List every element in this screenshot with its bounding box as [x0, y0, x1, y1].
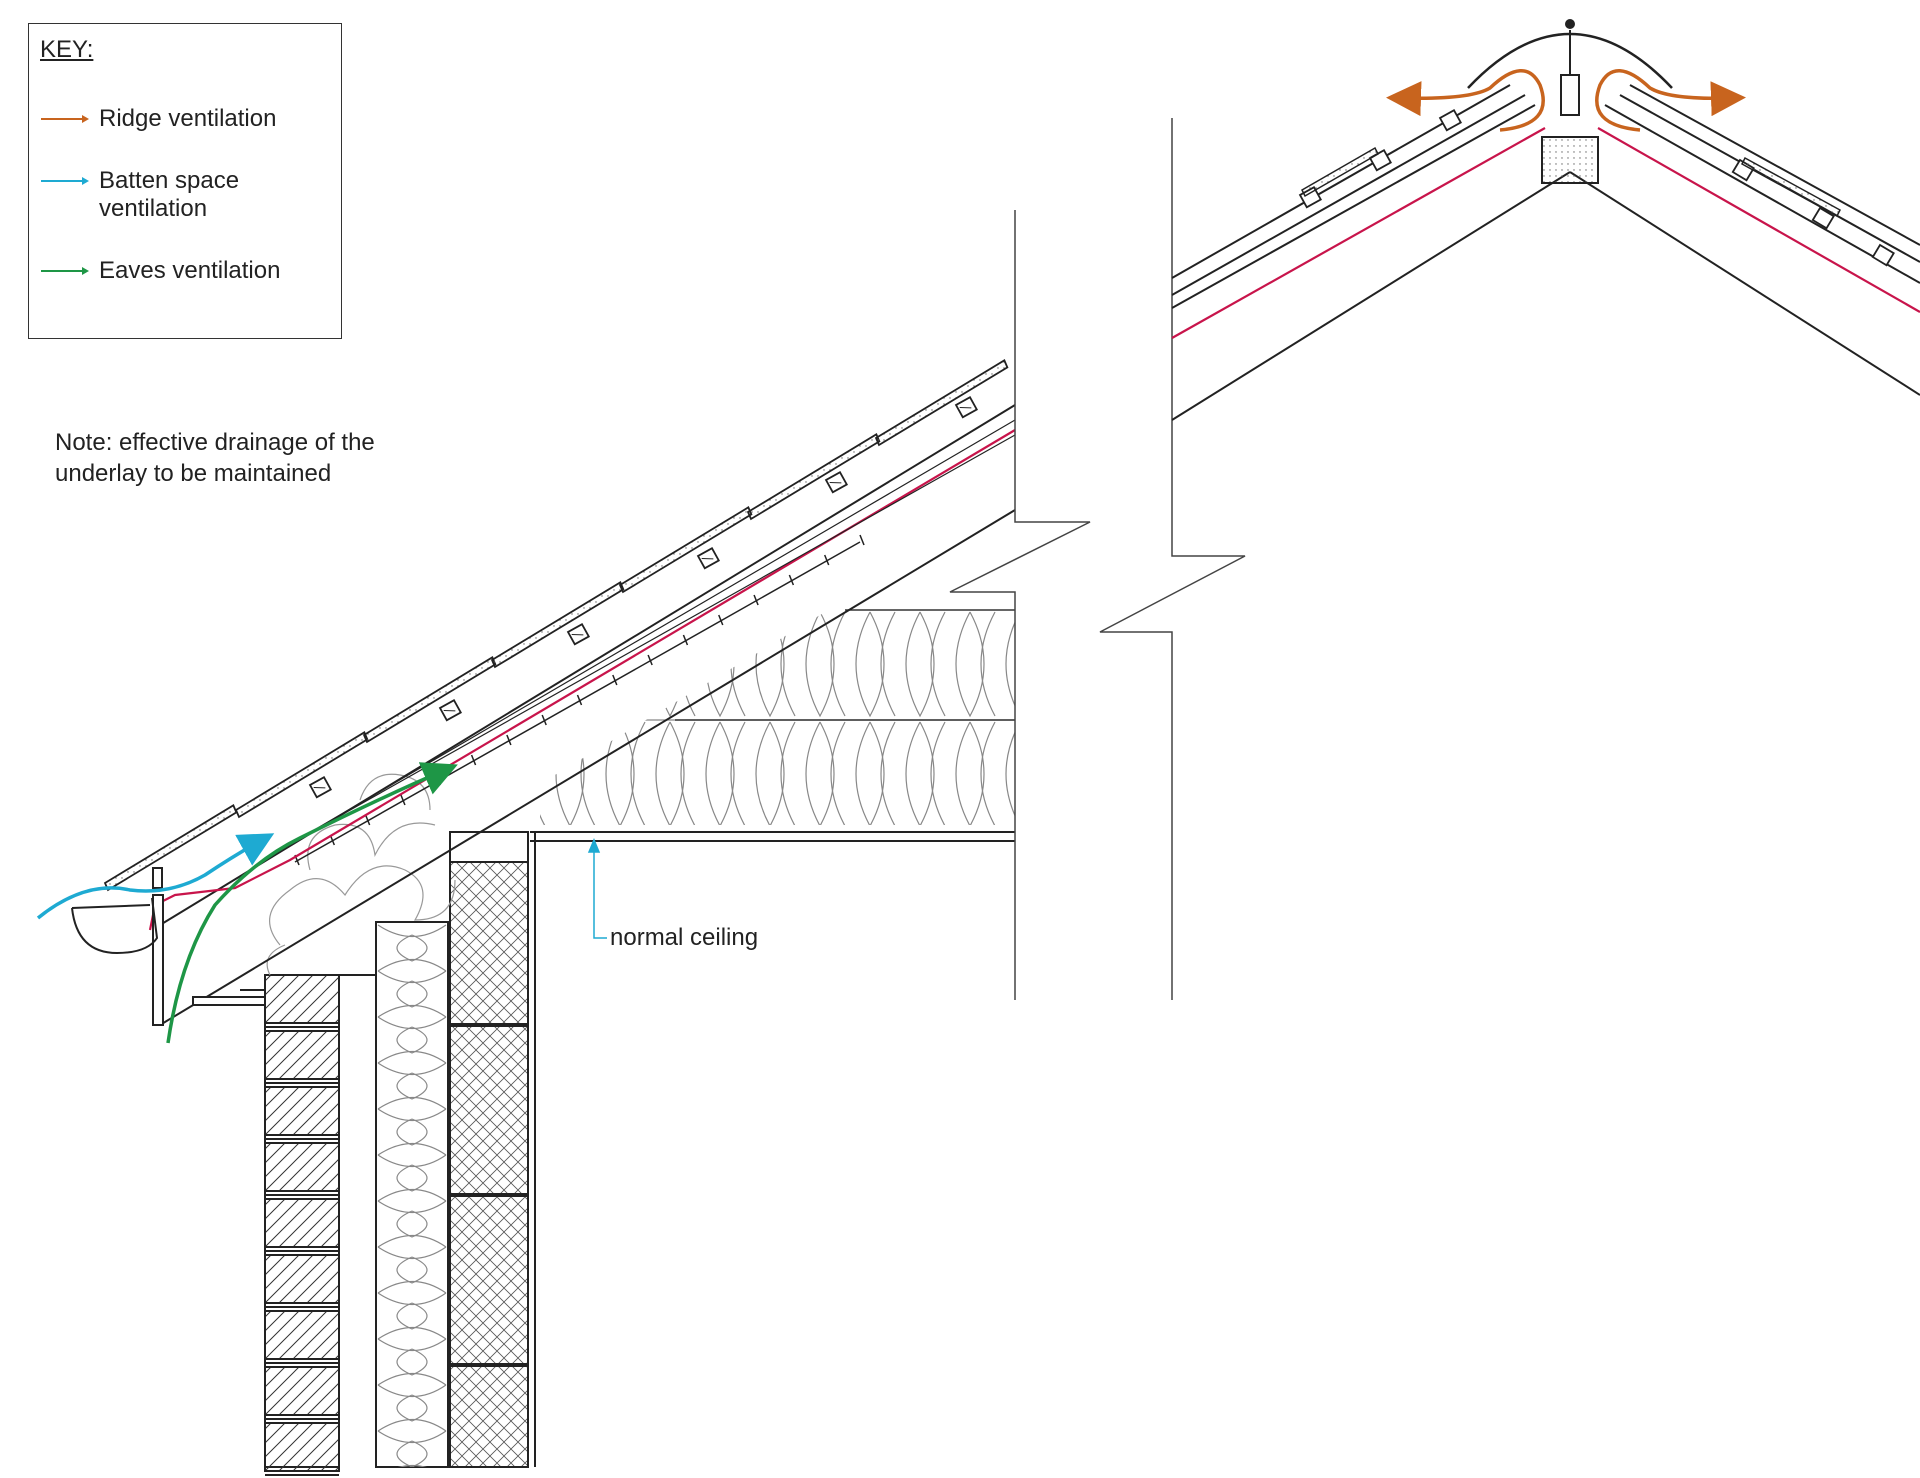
key-box: KEY: Ridge ventilation Batten space vent…	[28, 23, 342, 339]
ceiling-board	[530, 831, 1015, 842]
note-line: Note: effective drainage of the	[55, 429, 375, 456]
ridge-assembly	[1171, 19, 1920, 421]
fascia-and-gutter	[71, 867, 266, 1026]
note-line: underlay to be maintained	[55, 460, 332, 487]
eaves-ventilation-arrow	[166, 762, 458, 1044]
batten-space-ventilation-arrow	[36, 833, 275, 920]
ridge-ventilation-arrows	[1386, 69, 1746, 132]
counter-battens	[294, 534, 865, 866]
eaves-insulation	[266, 773, 456, 976]
ceiling-insulation-outline	[675, 609, 1015, 721]
normal-ceiling-label: normal ceiling	[610, 924, 759, 951]
eaves-ventilation-swatch	[41, 267, 89, 275]
ridge-roof-tiles	[1298, 109, 1895, 267]
insulation-loops	[530, 300, 1015, 825]
key-label-ridge-ventilation: Ridge ventilation	[99, 105, 276, 133]
key-label-line: Ridge ventilation	[99, 105, 277, 132]
key-label-eaves-ventilation: Eaves ventilation	[99, 257, 280, 285]
ridge-ventilation-swatch	[41, 115, 89, 123]
normal-ceiling-leader	[587, 838, 607, 939]
batten-space-ventilation-swatch	[41, 177, 89, 185]
inner-leaf-blockwork	[449, 832, 536, 1468]
ridge-underlay	[1171, 127, 1920, 339]
drainage-note: Note: effective drainage of the underlay…	[55, 427, 455, 489]
wall-plate	[449, 831, 529, 863]
key-label-line: ventilation	[99, 195, 208, 222]
break-lines	[949, 118, 1246, 1000]
key-label-line: Batten space	[99, 167, 240, 194]
key-label-batten-space-ventilation: Batten space ventilation	[99, 167, 239, 223]
outer-leaf-brickwork	[264, 922, 377, 1476]
key-label-line: Eaves ventilation	[99, 257, 281, 284]
cavity-insulation	[375, 921, 449, 1468]
key-title: KEY:	[40, 36, 94, 63]
roof-tiles	[103, 359, 1009, 892]
